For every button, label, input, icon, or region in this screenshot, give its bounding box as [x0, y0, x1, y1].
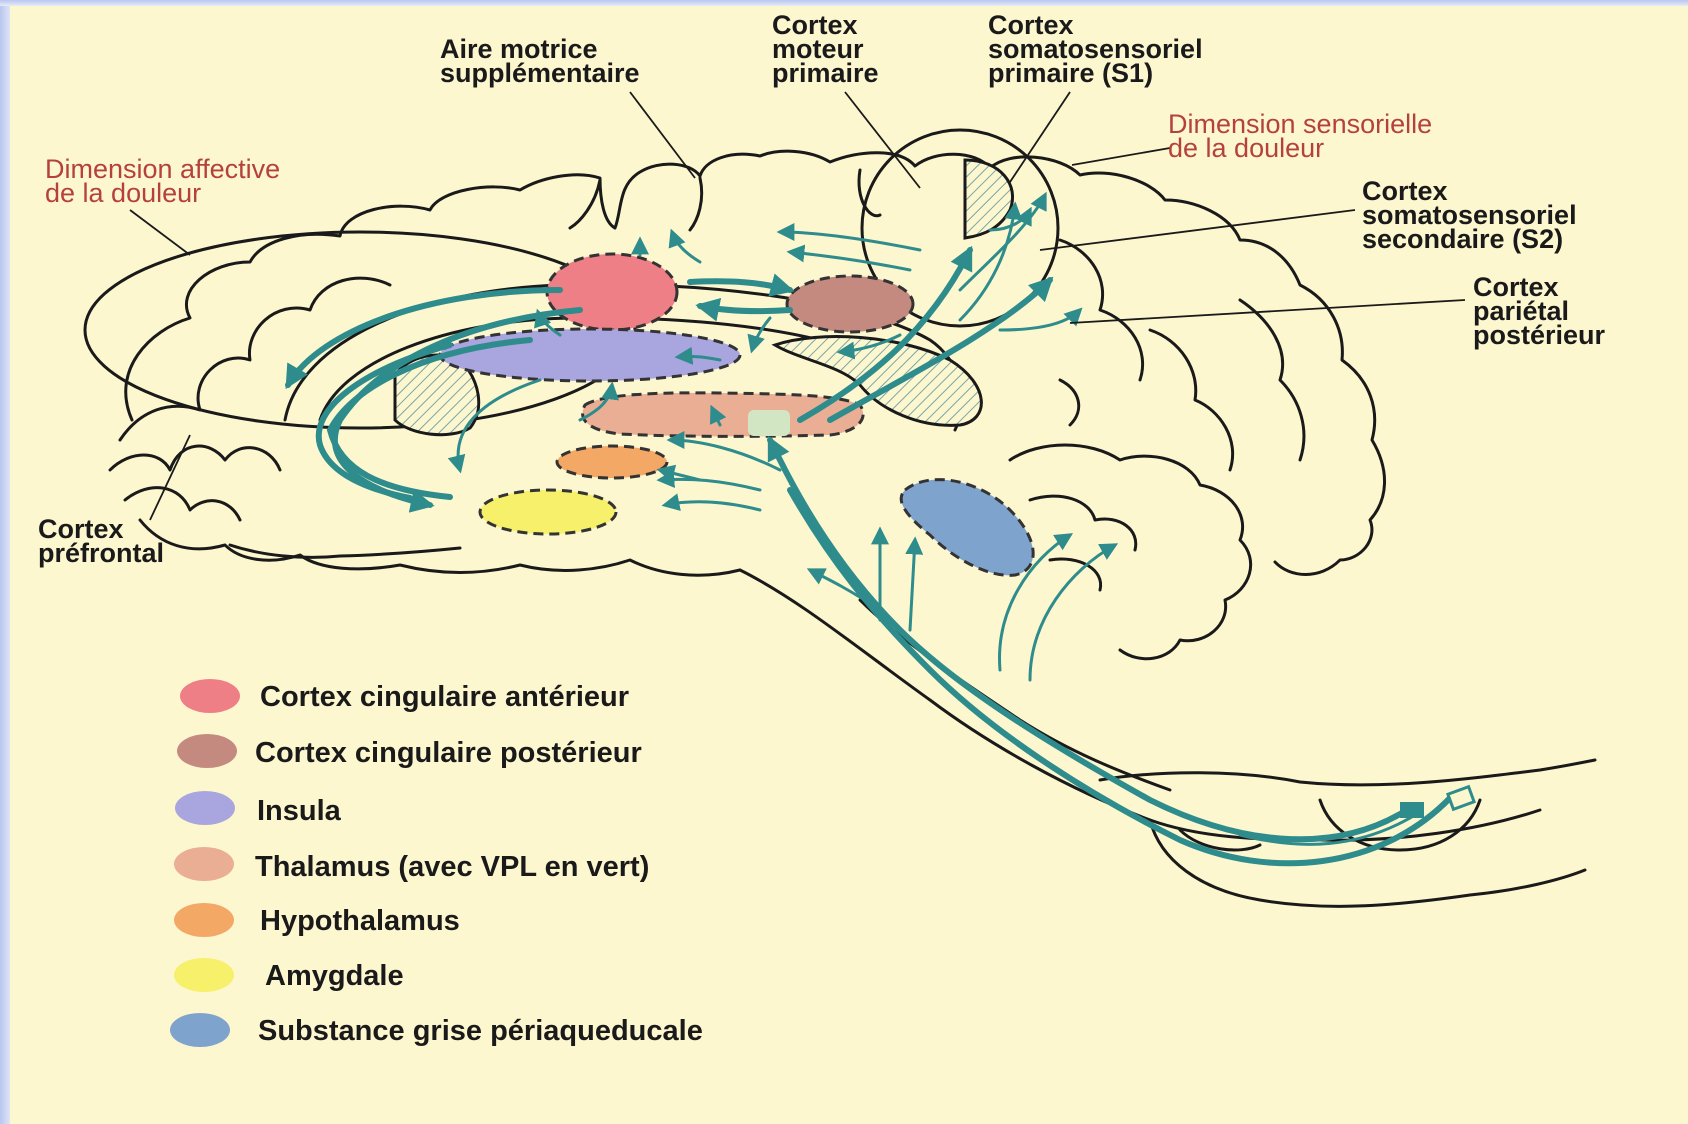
region-pag: [901, 480, 1033, 576]
legend-swatch: [180, 679, 240, 713]
legend-swatch: [174, 847, 234, 881]
region-amygdala: [480, 490, 616, 534]
label-cortex-s1: Cortex somatosensoriel primaire (S1): [988, 10, 1210, 88]
legend-item-cortex-cingulaire-anterieur: Cortex cingulaire antérieur: [180, 679, 629, 713]
label-cortex-prefrontal: Cortex préfrontal: [38, 514, 164, 568]
legend-item-cortex-cingulaire-posterieur: Cortex cingulaire postérieur: [177, 734, 642, 769]
region-thalamus: [583, 393, 864, 437]
legend-item-thalamus: Thalamus (avec VPL en vert): [174, 847, 649, 883]
legend-swatch: [177, 734, 237, 768]
legend-label: Cortex cingulaire antérieur: [260, 681, 629, 713]
legend-swatch: [175, 791, 235, 825]
legend-label: Insula: [257, 795, 342, 827]
label-cortex-parietal: Cortex pariétal postérieur: [1473, 272, 1606, 350]
label-cortex-s2: Cortex somatosensoriel secondaire (S2): [1362, 176, 1584, 254]
legend-item-substance-grise: Substance grise périaqueducale: [170, 1013, 703, 1047]
legend-label: Substance grise périaqueducale: [258, 1015, 703, 1047]
label-cortex-moteur: Cortex moteur primaire: [772, 10, 879, 88]
brain-outline: [110, 151, 1595, 906]
spinal-neuron-open: [1448, 787, 1474, 810]
legend-label: Amygdale: [265, 960, 404, 992]
legend-label: Cortex cingulaire postérieur: [255, 737, 642, 769]
legend-swatch: [174, 958, 234, 992]
legend-label: Thalamus (avec VPL en vert): [255, 851, 649, 883]
label-dimension-affective: Dimension affective de la douleur: [45, 154, 288, 208]
label-dimension-sensorielle: Dimension sensorielle de la douleur: [1168, 109, 1440, 163]
legend-item-amygdale: Amygdale: [174, 958, 404, 992]
region-pcc: [787, 276, 913, 332]
legend-item-insula: Insula: [175, 791, 342, 827]
region-acc: [547, 254, 677, 330]
region-hypothalamus: [557, 446, 667, 478]
legend-item-hypothalamus: Hypothalamus: [174, 903, 460, 937]
label-aire-motrice: Aire motrice supplémentaire: [440, 34, 640, 88]
legend-label: Hypothalamus: [260, 905, 460, 937]
legend-swatch: [174, 903, 234, 937]
legend-swatch: [170, 1013, 230, 1047]
region-vpl: [748, 410, 790, 436]
region-insula: [440, 329, 740, 381]
spinal-neuron-filled: [1400, 802, 1424, 818]
legend: Cortex cingulaire antérieur Cortex cingu…: [170, 679, 703, 1047]
s1-hatched-area: [965, 160, 1013, 238]
